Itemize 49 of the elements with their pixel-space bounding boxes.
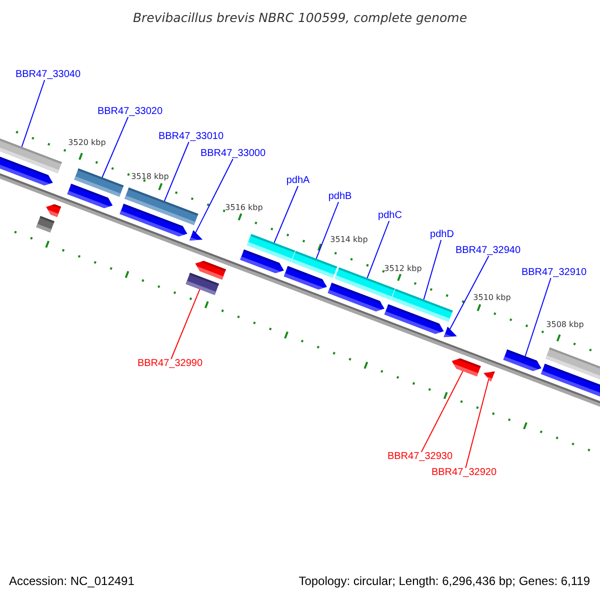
gene-label: BBR47_32910 [521,268,587,278]
gene-bar [246,234,296,262]
leader-line [170,288,200,360]
gene-label: BBR47_33010 [158,132,224,142]
gene-label: BBR47_33020 [97,107,163,117]
gene-label: BBR47_32920 [431,468,497,478]
gene-bar [546,347,600,382]
gene-block [503,349,542,371]
tick-label: 3514 kbp [330,236,368,244]
gene-triangle [444,326,457,338]
tick-label: 3516 kbp [225,204,263,212]
tick-label: 3520 kbp [68,139,106,147]
leader-line [316,202,340,260]
gene-label: pdhA [286,176,310,186]
leader-line [423,240,442,300]
leader-line [524,278,552,357]
gene-triangle [189,230,203,240]
tick-label: 3508 kbp [546,321,584,329]
gene-label: BBR47_32990 [137,359,203,369]
gene-block [195,260,226,280]
leader-line [164,142,190,202]
gene-block [0,156,53,186]
gene-label: pdhB [328,192,352,202]
accession-label: Accession: NC_012491 [9,575,134,587]
leader-line [274,186,298,244]
gene-bar [74,168,124,197]
leader-line [465,378,490,468]
gene-label: BBR47_32940 [455,246,521,256]
gene-bar [36,216,54,232]
leader-line [420,370,464,452]
gene-label: BBR47_33040 [15,70,81,80]
gene-label: BBR47_32930 [387,452,453,462]
gene-block [46,204,62,217]
gene-bar [291,250,338,278]
tick-label: 3510 kbp [473,294,511,302]
gene-label: BBR47_33000 [200,149,266,159]
tick-label: 3512 kbp [384,265,422,273]
leader-line [195,158,234,234]
leader-line [366,220,390,279]
tick-label: 3518 kbp [131,173,169,181]
gene-label: pdhD [430,230,454,240]
gene-label: pdhC [378,211,402,221]
leader-line [102,116,129,178]
gene-bar [124,188,198,226]
genome-summary: Topology: circular; Length: 6,296,436 bp; Genes: 6,119 [298,575,590,587]
title: Brevibacillus brevis NBRC 100599, complete genome [132,12,468,24]
gene-block [452,358,481,376]
gene-triangle [484,371,495,382]
gene-bar [391,288,453,322]
